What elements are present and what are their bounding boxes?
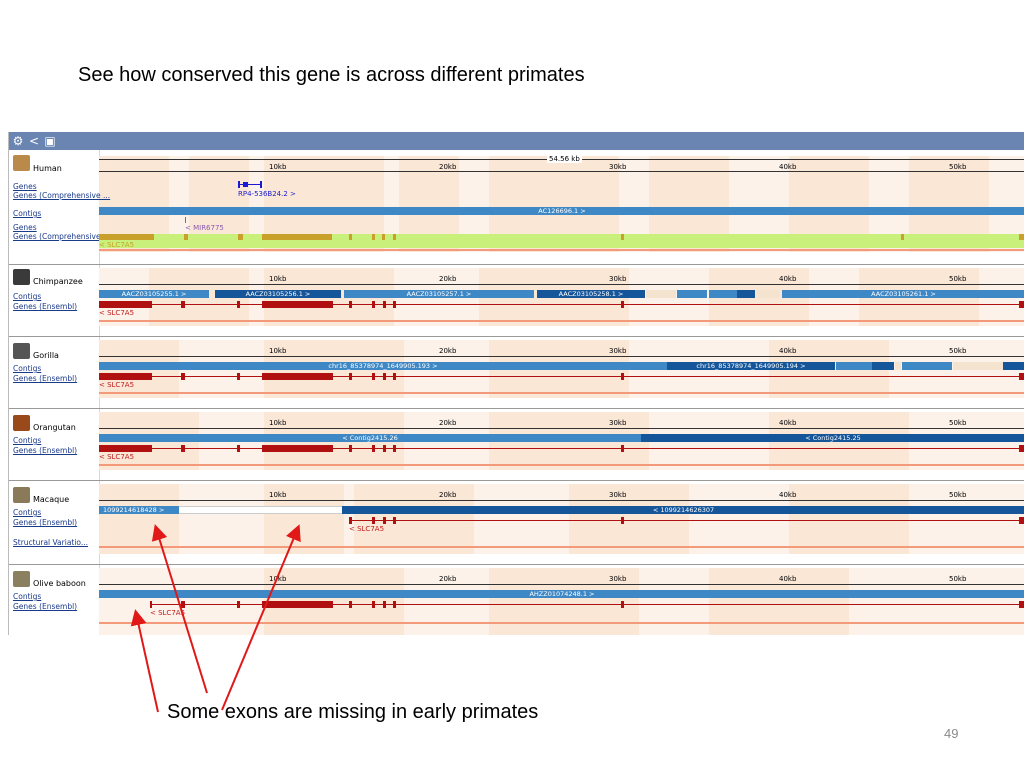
olive-baboon-thumbnail (13, 571, 30, 587)
tick-label: 30kb (609, 347, 627, 355)
tick-label: 10kb (269, 419, 287, 427)
track-label-contigs[interactable]: Contigs (13, 436, 42, 445)
tick-label: 30kb (609, 491, 627, 499)
tick-label: 30kb (609, 275, 627, 283)
track-label-genes[interactable]: Genes (Ensembl) (13, 518, 78, 527)
species-block-olive-baboon: Olive baboon 10kb 20kb 30kb 40kb 50kb Co… (9, 568, 1024, 635)
contig-bar[interactable]: AACZ03105255.1 > (99, 290, 209, 298)
slide-title: See how conserved this gene is across di… (78, 64, 585, 86)
species-name-human: Human (33, 164, 62, 173)
genome-browser-panel: ⚙ < ▣ Human 54.56 kb 10kb 20kb 30kb 40kb… (8, 132, 1024, 635)
tick-label: 40kb (779, 575, 797, 583)
tick-label: 10kb (269, 163, 287, 171)
track-label-genes[interactable]: Genes (Ensembl) (13, 446, 78, 455)
track-label-contigs[interactable]: Contigs (13, 292, 42, 301)
track-label-column (9, 150, 100, 635)
tick-label: 20kb (439, 347, 457, 355)
tick-label: 20kb (439, 419, 457, 427)
tick-label: 40kb (779, 491, 797, 499)
gene-label-slc7a5[interactable]: < SLC7A5 (349, 525, 385, 533)
track-label-contigs[interactable]: Contigs (13, 209, 42, 218)
tick-label: 10kb (269, 347, 287, 355)
tick-label: 10kb (269, 275, 287, 283)
tick-label: 20kb (439, 275, 457, 283)
tick-label: 20kb (439, 491, 457, 499)
tick-label: 40kb (779, 275, 797, 283)
tick-label: 50kb (949, 347, 967, 355)
contig-bar[interactable]: chr16_85378974_1649905.193 > (99, 362, 667, 370)
human-thumbnail (13, 155, 30, 171)
species-block-macaque: Macaque 10kb 20kb 30kb 40kb 50kb Contigs… (9, 484, 1024, 562)
track-label-structural[interactable]: Structural Variatio... (13, 538, 89, 547)
tick-label: 50kb (949, 275, 967, 283)
contig-bar[interactable]: AACZ03105258.1 > (537, 290, 645, 298)
contig-bar[interactable]: chr16_85378974_1649905.194 > (667, 362, 835, 370)
species-block-human: Human 54.56 kb 10kb 20kb 30kb 40kb 50kb … (9, 150, 1024, 260)
chimpanzee-thumbnail (13, 269, 30, 285)
tick-label: 40kb (779, 163, 797, 171)
track-label-contigs[interactable]: Contigs (13, 592, 42, 601)
track-label-genes[interactable]: Genes (Ensembl) (13, 302, 78, 311)
tick-label: 10kb (269, 575, 287, 583)
track-label-genes[interactable]: Genes (Ensembl) (13, 374, 78, 383)
macaque-thumbnail (13, 487, 30, 503)
species-block-orangutan: Orangutan 10kb 20kb 30kb 40kb 50kb Conti… (9, 412, 1024, 478)
tick-label: 50kb (949, 575, 967, 583)
gene-label-slc7a5[interactable]: < SLC7A5 (150, 609, 186, 617)
track-label-contigs[interactable]: Contigs (13, 364, 42, 373)
tick-label: 20kb (439, 163, 457, 171)
contig-bar[interactable]: AACZ03105261.1 > (782, 290, 1024, 298)
contig-bar[interactable]: < Contig2415.26 (99, 434, 641, 442)
tick-label: 50kb (949, 419, 967, 427)
tick-label: 50kb (949, 163, 967, 171)
tick-label: 30kb (609, 163, 627, 171)
species-name-orangutan: Orangutan (33, 423, 76, 432)
ruler-total-label: 54.56 kb (547, 155, 582, 163)
tick-label: 30kb (609, 419, 627, 427)
contig-bar[interactable]: < 1099214626307 (342, 506, 1024, 514)
species-name-olive-baboon: Olive baboon (33, 579, 86, 588)
gorilla-thumbnail (13, 343, 30, 359)
gear-icon[interactable]: ⚙ (12, 134, 24, 148)
species-block-chimpanzee: Chimpanzee 10kb 20kb 30kb 40kb 50kb Cont… (9, 268, 1024, 334)
track-label-genes[interactable]: Genes (Ensembl) (13, 602, 78, 611)
orangutan-thumbnail (13, 415, 30, 431)
browser-toolbar: ⚙ < ▣ (9, 132, 1024, 150)
tick-label: 20kb (439, 575, 457, 583)
gene-label-slc7a5[interactable]: < SLC7A5 (99, 453, 135, 461)
contig-bar[interactable]: AHZZ01074248.1 > (99, 590, 1024, 598)
page-number: 49 (944, 726, 959, 741)
gene-label-mirna[interactable]: < MIR6775 (185, 224, 224, 232)
gene-label-slc7a5[interactable]: < SLC7A5 (99, 241, 135, 249)
species-name-gorilla: Gorilla (33, 351, 59, 360)
contig-bar[interactable]: AC126696.1 > (99, 207, 1024, 215)
species-block-gorilla: Gorilla 10kb 20kb 30kb 40kb 50kb Contigs… (9, 340, 1024, 406)
gene-label-slc7a5[interactable]: < SLC7A5 (99, 309, 135, 317)
contig-bar[interactable]: 1099214618428 > (99, 506, 179, 514)
image-icon[interactable]: ▣ (44, 134, 56, 148)
gene-label-slc7a5[interactable]: < SLC7A5 (99, 381, 135, 389)
slide-caption: Some exons are missing in early primates (167, 701, 539, 723)
tick-label: 40kb (779, 347, 797, 355)
track-label-contigs[interactable]: Contigs (13, 508, 42, 517)
gene-label-rp4[interactable]: RP4-536B24.2 > (238, 190, 296, 198)
contig-bar[interactable]: AACZ03105257.1 > (344, 290, 534, 298)
species-name-chimpanzee: Chimpanzee (33, 277, 83, 286)
share-icon[interactable]: < (28, 134, 40, 148)
contig-bar[interactable]: AACZ03105256.1 > (215, 290, 341, 298)
species-name-macaque: Macaque (33, 495, 70, 504)
tick-label: 10kb (269, 491, 287, 499)
tick-label: 40kb (779, 419, 797, 427)
tick-label: 50kb (949, 491, 967, 499)
tick-label: 30kb (609, 575, 627, 583)
contig-bar[interactable]: < Contig2415.25 (641, 434, 1024, 442)
